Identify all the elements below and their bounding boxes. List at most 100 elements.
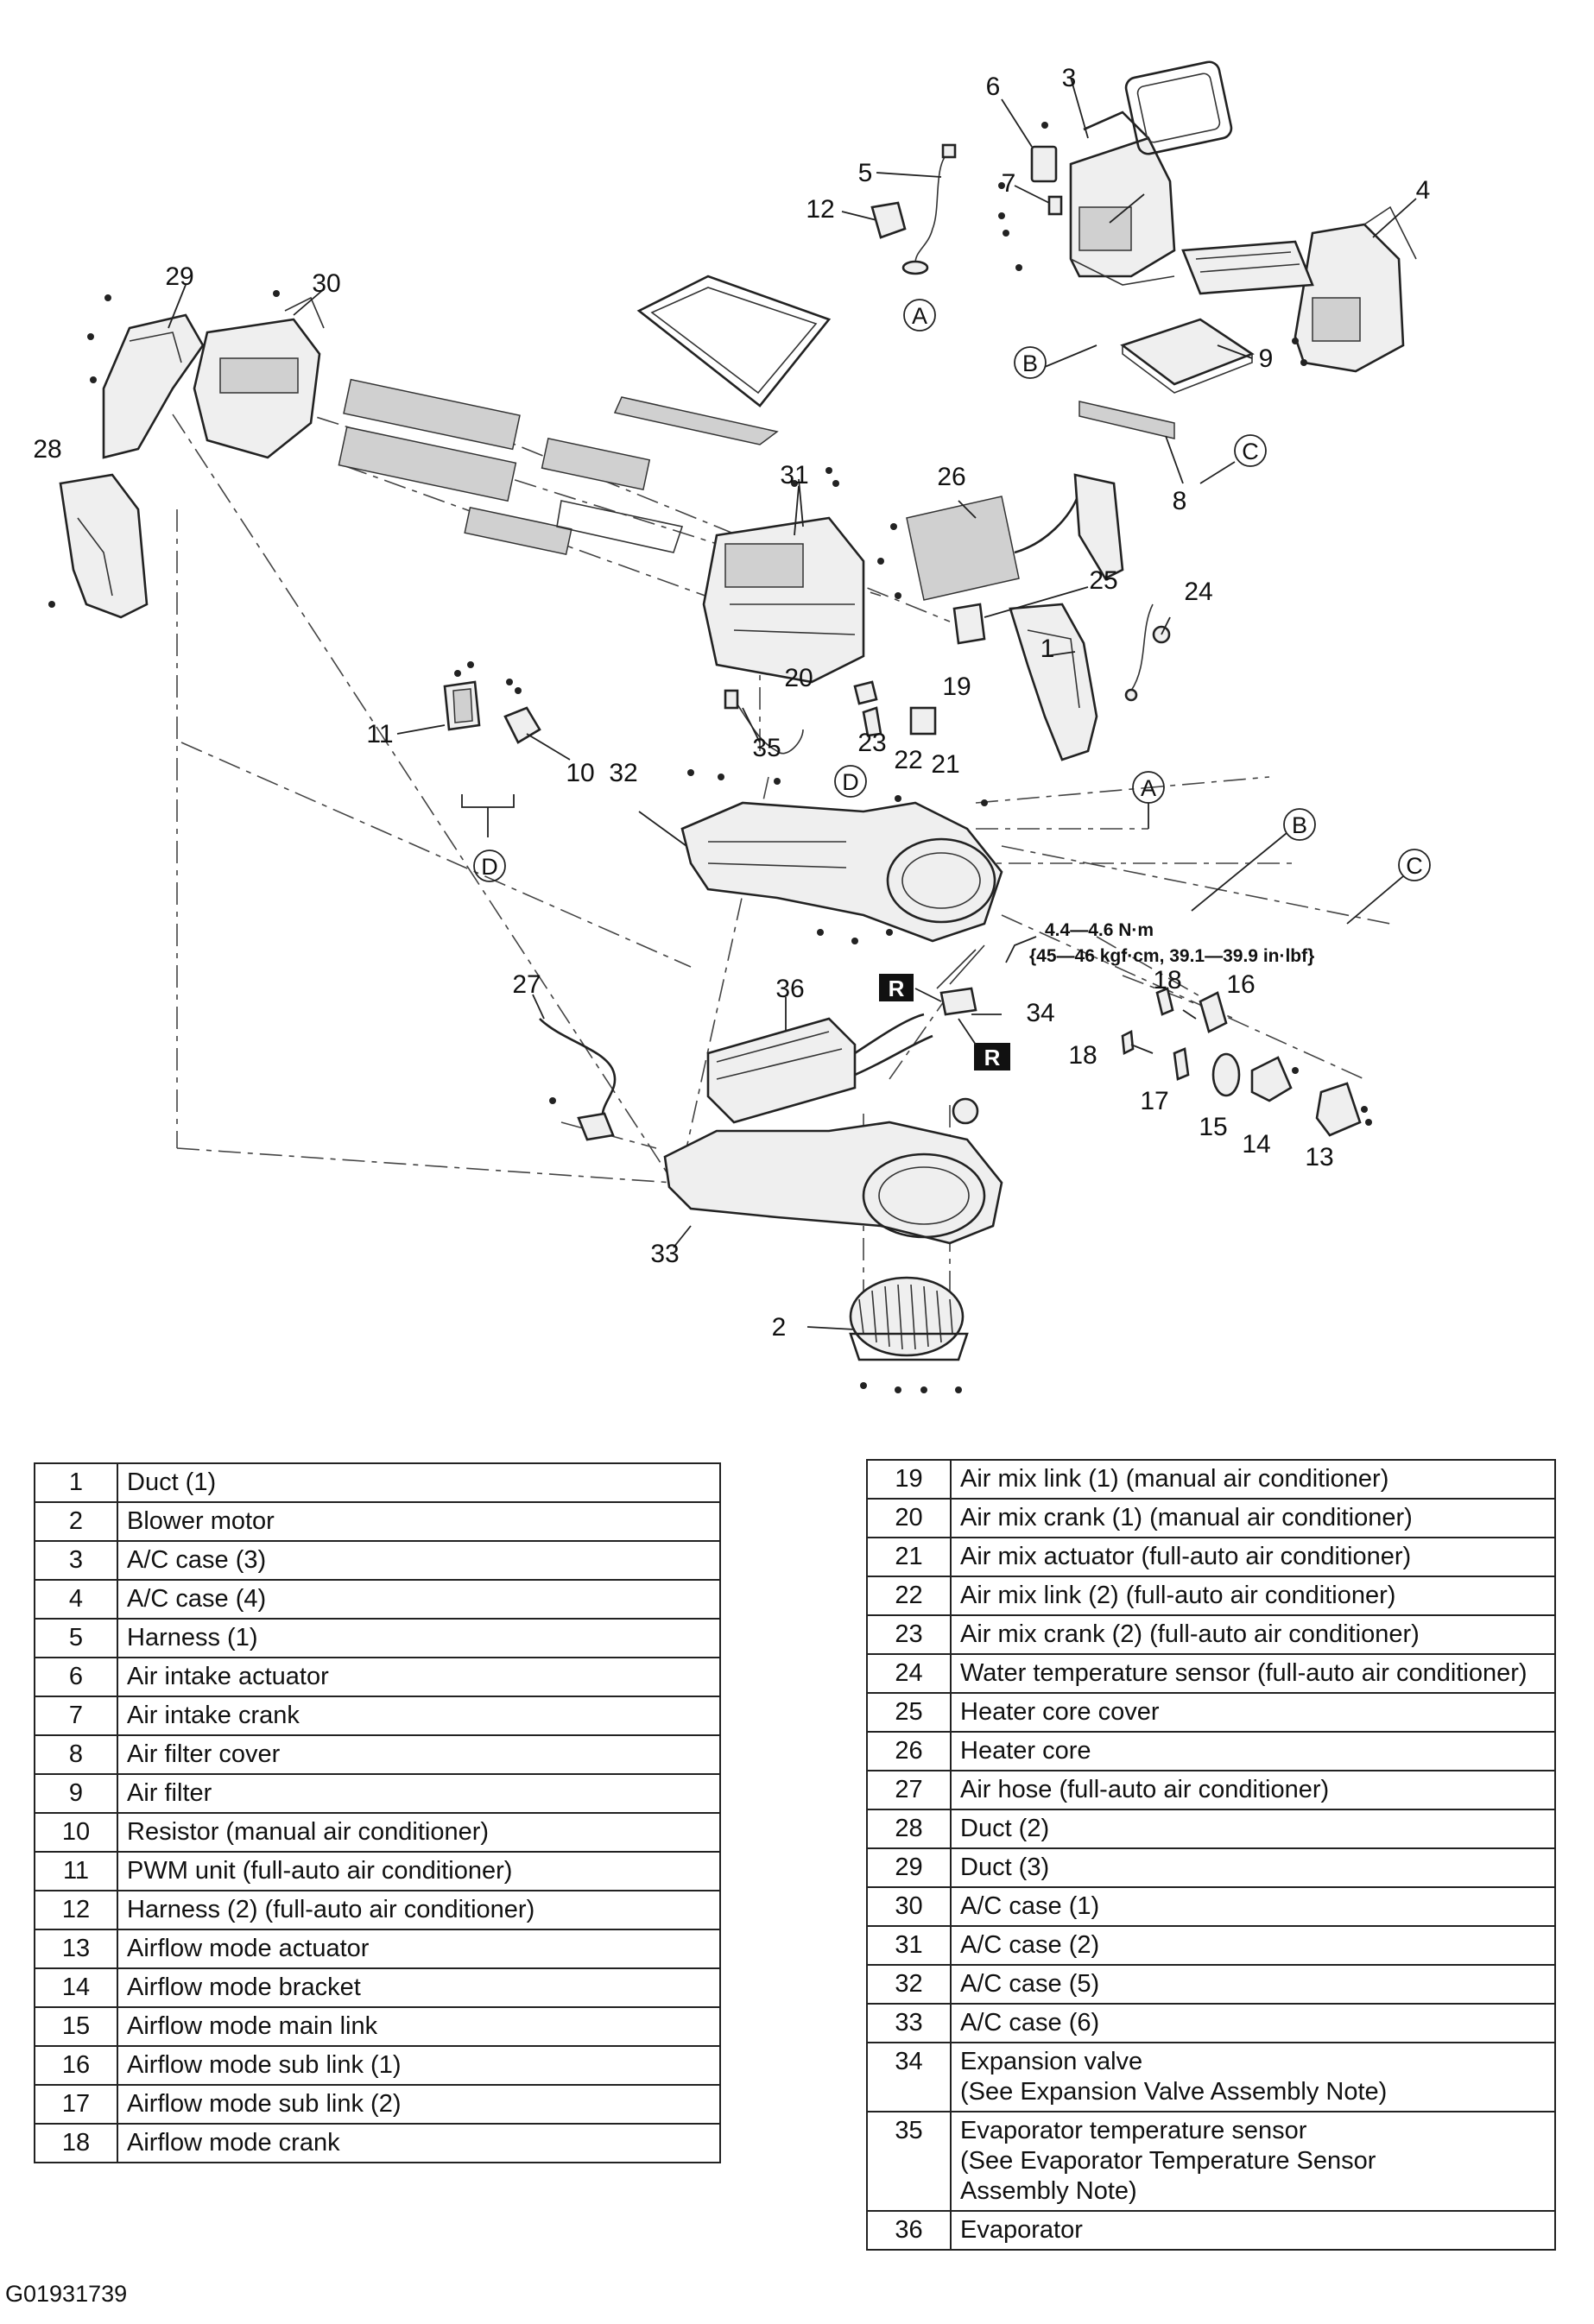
parts-row: 32 A/C case (5) (866, 1964, 1556, 2005)
callout-30: 30 (312, 269, 340, 298)
part-name: Duct (2) (950, 1809, 1556, 1849)
connector-a-mid: A (1141, 775, 1156, 801)
fastener-bolts (48, 122, 1372, 1393)
part-name-line: A/C case (2) (960, 1931, 1100, 1959)
part-name: A/C case (1) (950, 1886, 1556, 1927)
part-name: Airflow mode sub link (2) (117, 2084, 721, 2125)
part-name-line: (See Evaporator Temperature Sensor (960, 2147, 1376, 2175)
d-bracket-lines (461, 794, 515, 837)
part-name: Evaporator (950, 2210, 1556, 2251)
callout-21: 21 (931, 750, 959, 779)
part-number: 5 (34, 1618, 118, 1658)
part-number: 25 (866, 1692, 952, 1733)
part-number: 17 (34, 2084, 118, 2125)
callout-26: 26 (937, 463, 965, 491)
figure-id: G01931739 (5, 2281, 128, 2307)
torque-line-1: 4.4—4.6 N·m (1045, 920, 1154, 940)
part-name-line: A/C case (4) (127, 1585, 267, 1613)
part-name: Heater core (950, 1731, 1556, 1771)
ac-case-3-drawing (1069, 111, 1176, 286)
part-name-line: A/C case (6) (960, 2009, 1100, 2037)
parts-row: 9 Air filter (34, 1773, 721, 1814)
part-name-line: A/C case (3) (127, 1546, 267, 1574)
part-name-line: Airflow mode bracket (127, 1974, 361, 2001)
air-filter-cover-drawing (1078, 401, 1175, 439)
callout-2: 2 (772, 1313, 787, 1342)
callout-33: 33 (650, 1240, 679, 1268)
callout-24: 24 (1184, 578, 1212, 606)
part-name: Evaporator temperature sensor(See Evapor… (950, 2111, 1556, 2212)
part-name-line: Heater core cover (960, 1698, 1160, 1726)
part-name-line: Airflow mode crank (127, 2129, 340, 2157)
part-name-line: A/C case (5) (960, 1970, 1100, 1998)
torque-line-2: {45—46 kgf·cm, 39.1—39.9 in·lbf} (1029, 946, 1314, 966)
part-name: Heater core cover (950, 1692, 1556, 1733)
part-number: 28 (866, 1809, 952, 1849)
part-name-line: Air mix link (1) (manual air conditioner… (960, 1465, 1389, 1493)
callout-34: 34 (1026, 999, 1054, 1027)
part-number: 33 (866, 2003, 952, 2043)
part-name: Duct (1) (117, 1462, 721, 1503)
torque-specification: 4.4—4.6 N·m {45—46 kgf·cm, 39.1—39.9 in·… (1005, 920, 1314, 966)
part-number: 22 (866, 1576, 952, 1616)
part-name-line: Air filter (127, 1779, 212, 1807)
part-name: Air mix actuator (full-auto air conditio… (950, 1537, 1556, 1577)
callout-1: 1 (1041, 635, 1055, 663)
part-number: 8 (34, 1734, 118, 1775)
callout-25: 25 (1089, 566, 1117, 595)
replace-badge-1: R (879, 974, 914, 1001)
part-name-line: Resistor (manual air conditioner) (127, 1818, 490, 1846)
part-name-line: Duct (3) (960, 1854, 1050, 1881)
callout-18a: 18 (1153, 966, 1181, 995)
part-name-line: Air intake crank (127, 1702, 300, 1729)
part-name-line: Airflow mode sub link (1) (127, 2051, 402, 2079)
part-name-line: Air mix crank (1) (manual air conditione… (960, 1504, 1413, 1531)
part-number: 31 (866, 1925, 952, 1966)
parts-row: 17 Airflow mode sub link (2) (34, 2084, 721, 2125)
part-number: 23 (866, 1614, 952, 1655)
part-name-line: PWM unit (full-auto air conditioner) (127, 1857, 513, 1885)
part-name-line: Duct (1) (127, 1468, 217, 1496)
water-temperature-sensor-drawing (1124, 603, 1171, 702)
part-number: 9 (34, 1773, 118, 1814)
air-mix-parts-drawing (853, 680, 937, 737)
callout-3: 3 (1062, 64, 1077, 92)
part-number: 13 (34, 1929, 118, 1969)
callout-5: 5 (858, 159, 873, 187)
part-number: 2 (34, 1501, 118, 1542)
ac-case-2-drawing (702, 516, 865, 684)
callout-36: 36 (775, 975, 804, 1003)
part-number: 32 (866, 1964, 952, 2005)
part-name: Water temperature sensor (full-auto air … (950, 1653, 1556, 1694)
part-name: A/C case (4) (117, 1579, 721, 1620)
callout-23: 23 (857, 729, 886, 757)
callout-27: 27 (512, 970, 541, 999)
part-name-line: Airflow mode sub link (2) (127, 2090, 402, 2118)
part-name-line: (See Expansion Valve Assembly Note) (960, 2078, 1388, 2106)
part-name: Air mix link (2) (full-auto air conditio… (950, 1576, 1556, 1616)
connector-b-top: B (1022, 350, 1038, 376)
part-name-line: Heater core (960, 1737, 1091, 1765)
part-number: 3 (34, 1540, 118, 1581)
part-name: Harness (1) (117, 1618, 721, 1658)
part-number: 12 (34, 1890, 118, 1930)
part-name: Airflow mode main link (117, 2006, 721, 2047)
top-frame-drawing (613, 275, 832, 445)
part-name-line: Evaporator (960, 2216, 1083, 2244)
callout-28: 28 (33, 435, 61, 464)
part-name: A/C case (6) (950, 2003, 1556, 2043)
